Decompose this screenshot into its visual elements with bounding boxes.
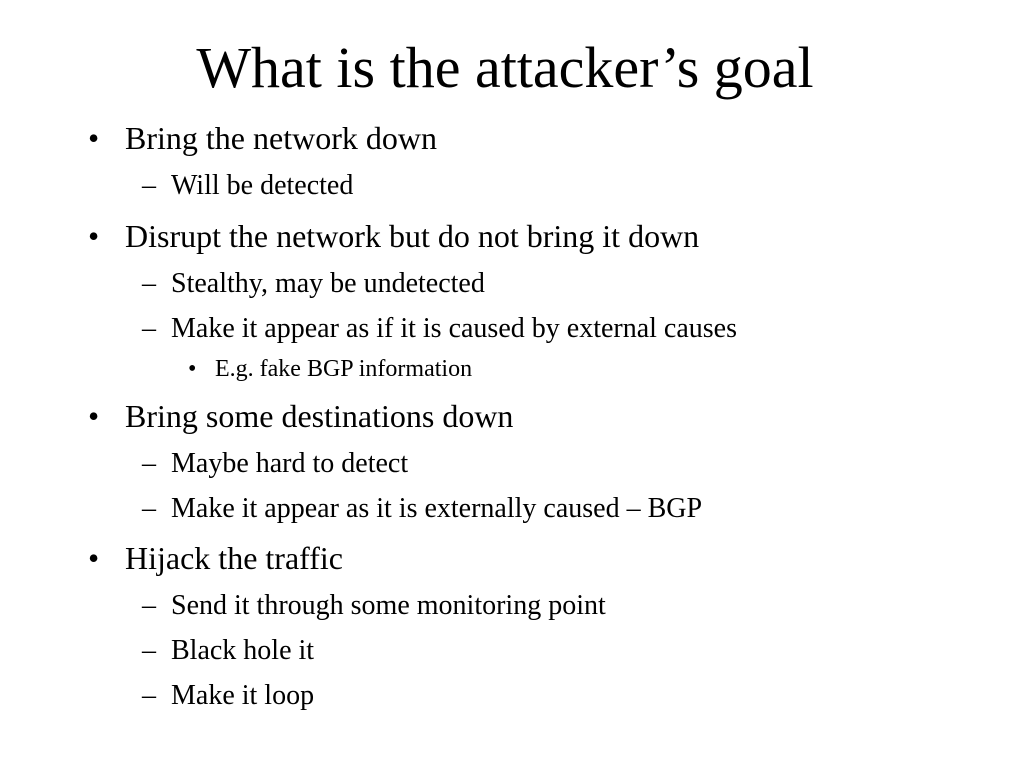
sub-bullet-text: Stealthy, may be undetected: [171, 268, 485, 299]
dash-marker: –: [142, 680, 156, 711]
bullet-text: Hijack the traffic: [125, 540, 343, 576]
sub-bullet-text: Make it loop: [171, 680, 315, 711]
dash-marker: –: [142, 268, 156, 299]
dash-marker: –: [142, 635, 156, 666]
sub-bullet-text: Make it appear as it is externally cause…: [171, 493, 703, 524]
dash-marker: –: [142, 313, 156, 344]
dash-marker: –: [142, 170, 156, 201]
slide-title: What is the attacker’s goal: [196, 35, 814, 100]
dash-marker: –: [142, 448, 156, 479]
sub-bullet-text: Make it appear as if it is caused by ext…: [171, 313, 738, 344]
bullet-text: Bring the network down: [125, 120, 437, 156]
bullet-marker: •: [88, 398, 100, 434]
dash-marker: –: [142, 590, 156, 621]
sub-sub-bullet-text: E.g. fake BGP information: [215, 356, 473, 382]
sub-bullet-text: Send it through some monitoring point: [171, 590, 606, 621]
bullet-text: Bring some destinations down: [125, 398, 514, 434]
bullet-marker: •: [188, 356, 197, 382]
dash-marker: –: [142, 493, 156, 524]
bullet-marker: •: [88, 218, 100, 254]
sub-bullet-text: Black hole it: [171, 635, 315, 666]
sub-bullet-text: Will be detected: [171, 170, 354, 201]
bullet-text: Disrupt the network but do not bring it …: [125, 218, 700, 254]
bullet-marker: •: [88, 540, 100, 576]
bullet-marker: •: [88, 120, 100, 156]
sub-bullet-text: Maybe hard to detect: [171, 448, 409, 479]
